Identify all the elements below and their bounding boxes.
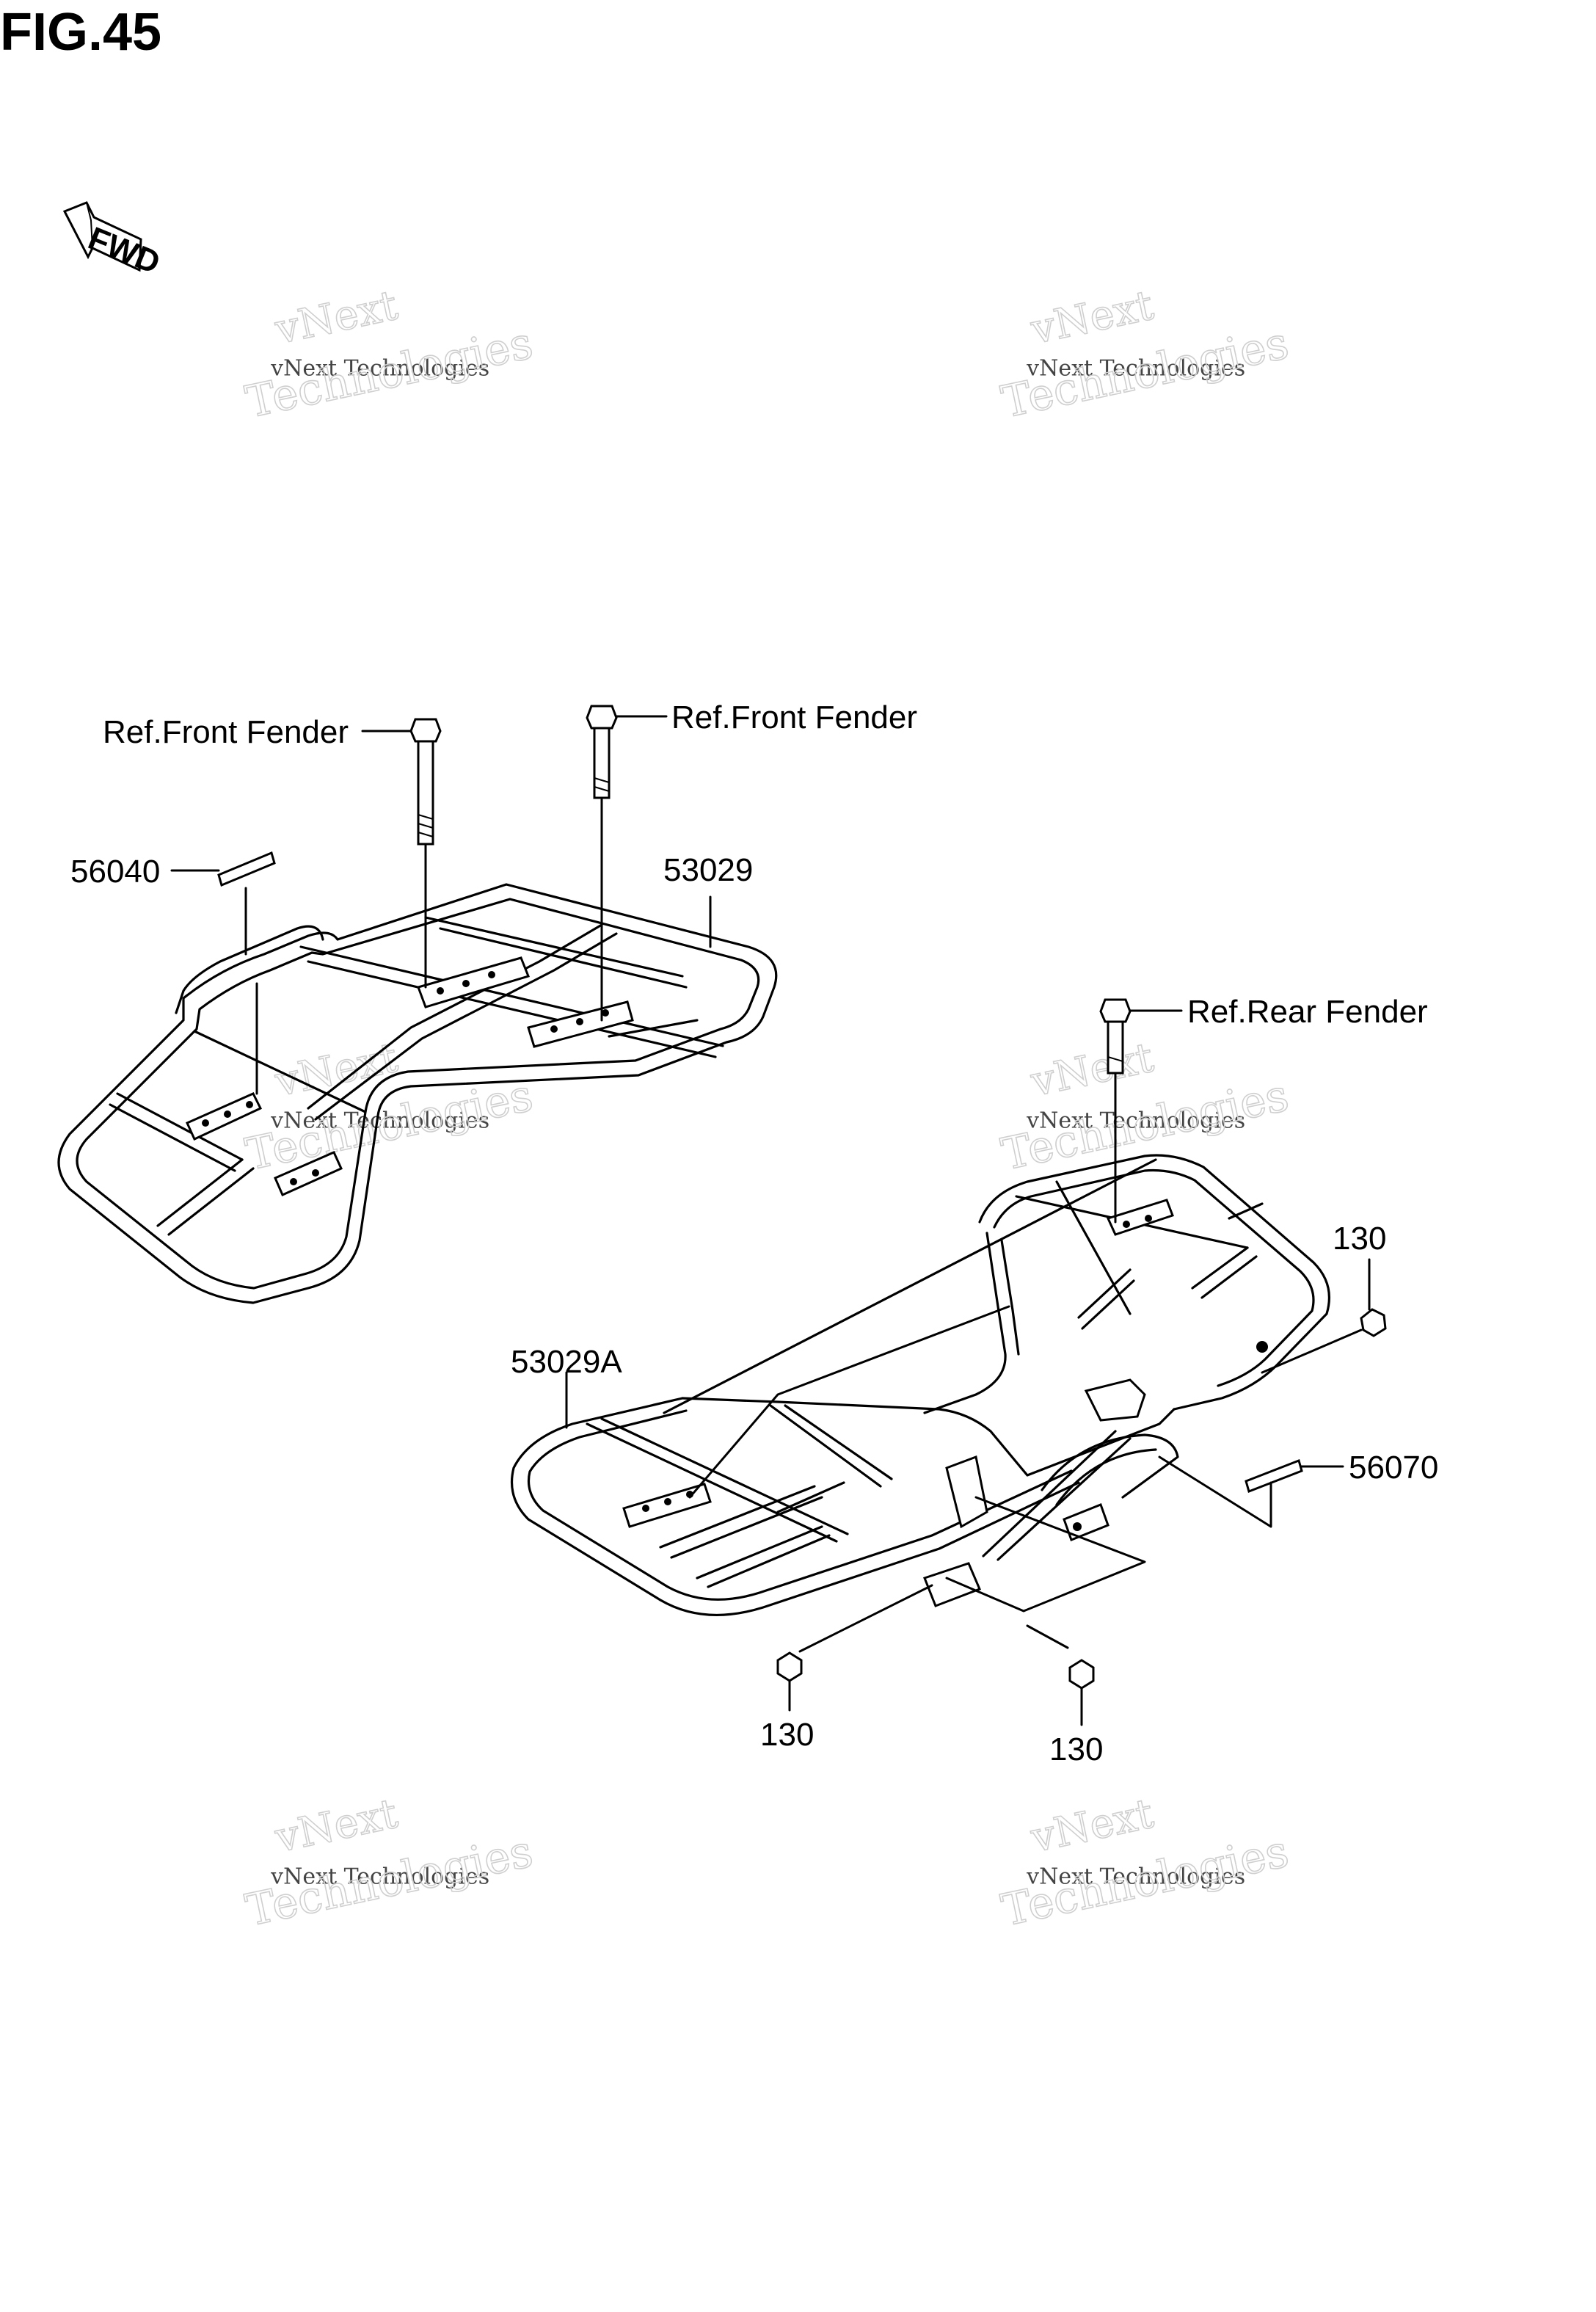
label-53029: 53029 <box>663 852 753 888</box>
svg-text:vNext: vNext <box>1027 282 1158 355</box>
svg-text:vNext: vNext <box>271 1790 402 1863</box>
svg-text:vNext: vNext <box>271 282 402 355</box>
label-ref-front-fender-right: Ref.Front Fender <box>671 699 917 735</box>
svg-text:vNext Technologies: vNext Technologies <box>1026 356 1245 382</box>
svg-text:vNext Technologies: vNext Technologies <box>270 356 489 382</box>
bolt-130-right <box>1261 1308 1387 1374</box>
watermark-mid-left: vNext vNext Technologies Technologies <box>241 1033 538 1182</box>
rear-bolt <box>1099 998 1132 1224</box>
front-bolt-left <box>409 718 442 989</box>
bolt-130-bottom-right <box>1068 1659 1095 1690</box>
pad-56070 <box>1245 1459 1303 1493</box>
label-130-bottom-right: 130 <box>1049 1731 1103 1767</box>
svg-text:vNext Technologies: vNext Technologies <box>270 1864 489 1890</box>
label-53029a: 53029A <box>511 1344 622 1380</box>
watermark-bottom-left: vNext vNext Technologies Technologies <box>241 1789 538 1938</box>
rear-carrier-53029a <box>510 1154 1330 1616</box>
svg-text:vNext Technologies: vNext Technologies <box>270 1108 489 1134</box>
fwd-arrow-icon: FWD <box>62 201 165 281</box>
label-130-right: 130 <box>1333 1221 1386 1257</box>
pad-56040 <box>217 851 276 887</box>
front-bolt-right <box>586 705 618 1022</box>
svg-text:vNext: vNext <box>1027 1034 1158 1107</box>
front-carrier-53029 <box>57 883 778 1304</box>
figure-title: FIG.45 <box>0 3 161 62</box>
watermark-bottom-right: vNext vNext Technologies Technologies <box>996 1789 1294 1938</box>
bolt-130-bottom-left <box>776 1584 933 1682</box>
svg-text:vNext Technologies: vNext Technologies <box>1026 1108 1245 1134</box>
label-56070: 56070 <box>1349 1450 1438 1486</box>
label-ref-rear-fender: Ref.Rear Fender <box>1187 994 1428 1030</box>
label-ref-front-fender-left: Ref.Front Fender <box>103 714 349 750</box>
watermark-top-left: vNext vNext Technologies Technologies <box>241 281 538 429</box>
watermark-top-right: vNext vNext Technologies Technologies <box>996 281 1294 429</box>
svg-text:vNext Technologies: vNext Technologies <box>1026 1864 1245 1890</box>
label-130-bottom-left: 130 <box>760 1717 814 1753</box>
label-56040: 56040 <box>70 854 160 890</box>
svg-text:vNext: vNext <box>1027 1790 1158 1863</box>
fwd-label: FWD <box>84 220 165 281</box>
